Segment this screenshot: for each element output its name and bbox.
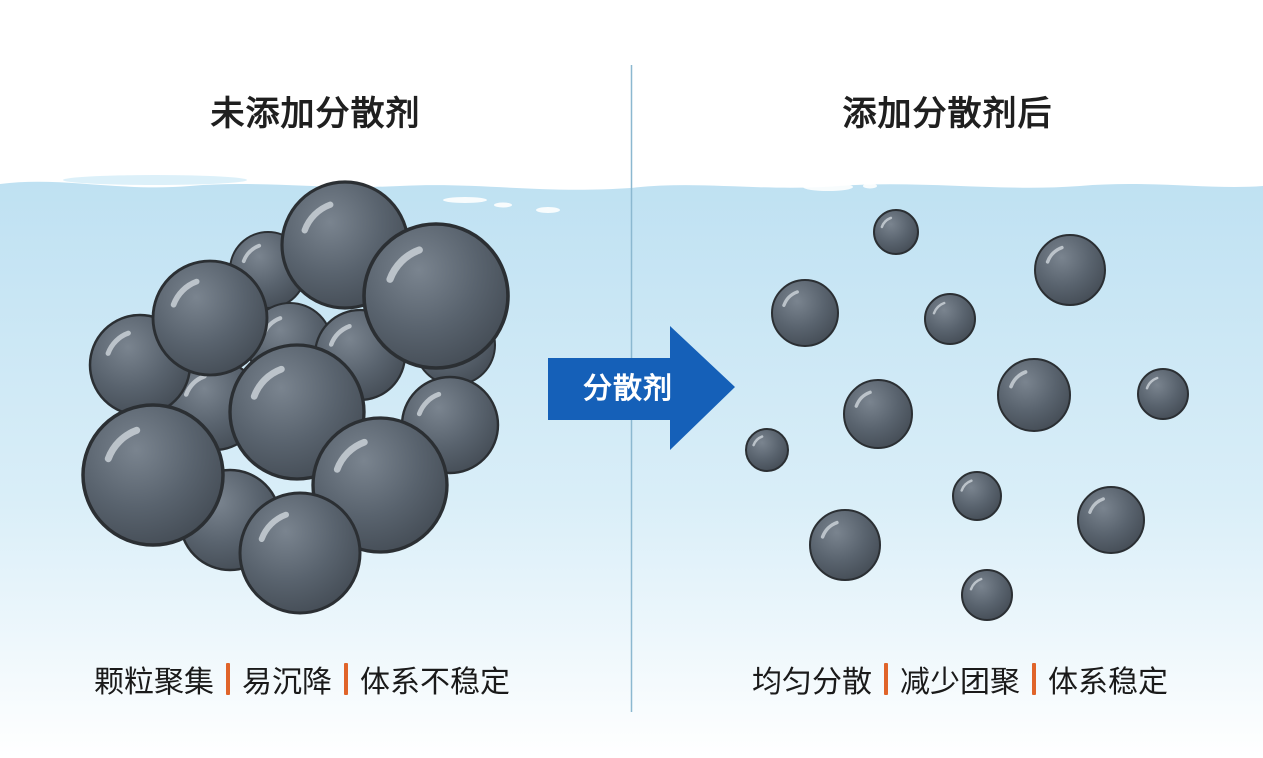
left-tag-unstable: 体系不稳定 (360, 665, 510, 700)
tag-separator (1032, 663, 1036, 695)
right-tag-less-agglomeration: 减少团聚 (900, 665, 1020, 700)
right-panel-title: 添加分散剂后 (842, 94, 1053, 134)
tag-separator (884, 663, 888, 695)
aggregated-particle (151, 259, 269, 377)
arrow-label: 分散剂 (582, 371, 673, 405)
dispersed-particle (771, 279, 839, 347)
right-panel-caption: 均匀分散 减少团聚 体系稳定 (752, 657, 1168, 701)
dispersed-particles (745, 209, 1189, 621)
left-tag-sedimentation: 易沉降 (242, 665, 332, 700)
aggregated-particle (362, 222, 510, 370)
aggregated-particle (81, 403, 225, 547)
right-tag-uniform: 均匀分散 (752, 665, 872, 700)
tag-separator (344, 663, 348, 695)
left-panel-caption: 颗粒聚集 易沉降 体系不稳定 (94, 657, 510, 701)
dispersed-particle (809, 509, 881, 581)
dispersed-particle (952, 471, 1002, 521)
tag-separator (226, 663, 230, 695)
right-tag-stable: 体系稳定 (1048, 665, 1168, 700)
dispersant-arrow (548, 326, 735, 450)
dispersed-particle (745, 428, 789, 472)
dispersed-particle (1077, 486, 1145, 554)
dispersed-particle (843, 379, 913, 449)
dispersed-particle (924, 293, 976, 345)
dispersed-particle (997, 358, 1071, 432)
dispersed-particle (873, 209, 919, 255)
left-tag-aggregation: 颗粒聚集 (94, 665, 214, 700)
water-highlights (63, 175, 877, 213)
dispersed-particle (1034, 234, 1106, 306)
dispersed-particle (1137, 368, 1189, 420)
aggregated-particle (238, 491, 362, 615)
left-panel-title: 未添加分散剂 (210, 94, 421, 134)
aggregated-particle-cluster (81, 180, 510, 615)
dispersed-particle (961, 569, 1013, 621)
